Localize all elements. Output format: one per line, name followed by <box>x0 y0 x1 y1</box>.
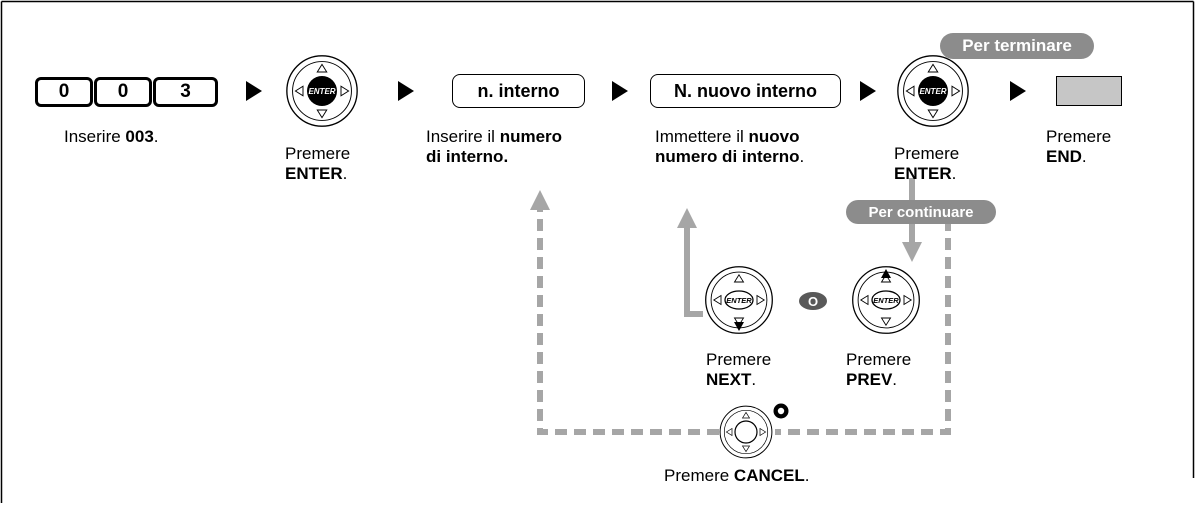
extension-number-field: n. interno <box>452 74 585 108</box>
continue-badge: Per continuare <box>846 200 996 224</box>
key-3: 3 <box>153 77 218 107</box>
key-0-second: 0 <box>94 77 152 107</box>
enter-pad-icon-2: ENTER <box>897 55 969 127</box>
flow-arrow-1 <box>246 81 262 101</box>
svg-text:ENTER: ENTER <box>726 296 752 305</box>
svg-text:ENTER: ENTER <box>919 87 946 96</box>
flow-arrow-2 <box>398 81 414 101</box>
svg-text:O: O <box>808 294 818 309</box>
finish-badge: Per terminare <box>940 33 1094 59</box>
next-pad-icon: ENTER <box>705 266 773 334</box>
or-badge: O <box>799 292 827 310</box>
cancel-return-arrowhead <box>530 190 550 210</box>
new-extension-number-field: N. nuovo interno <box>650 74 841 108</box>
flow-arrow-4 <box>860 81 876 101</box>
cancel-return-path <box>537 200 951 435</box>
flow-arrow-3 <box>612 81 628 101</box>
flow-arrow-5 <box>1010 81 1026 101</box>
svg-text:ENTER: ENTER <box>308 87 335 96</box>
step-dial-label: Inserire 003. <box>64 127 159 146</box>
up-arrow-next <box>677 208 703 317</box>
cancel-label: Premere CANCEL. <box>664 466 810 485</box>
cancel-pad-icon <box>719 403 789 459</box>
svg-text:ENTER: ENTER <box>873 296 899 305</box>
key-0-first: 0 <box>35 77 93 107</box>
end-button-icon <box>1056 76 1122 106</box>
enter-pad-icon-1: ENTER <box>286 55 358 127</box>
prev-pad-icon: ENTER <box>852 266 920 334</box>
